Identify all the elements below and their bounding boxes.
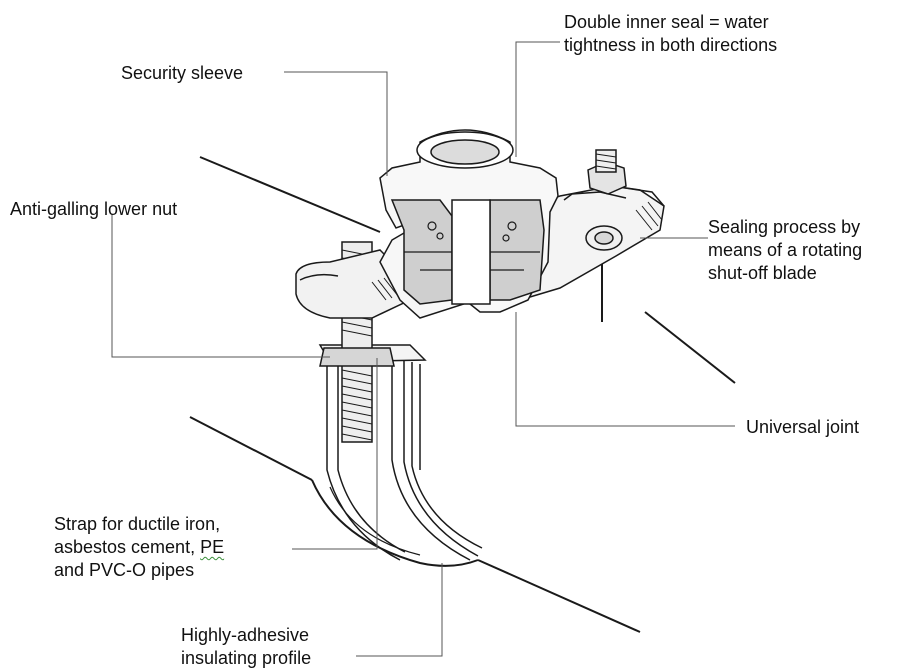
leader-adhesive-profile — [356, 563, 443, 657]
label-strap-line2-pe: PE — [200, 537, 225, 557]
label-strap-line2: asbestos cement, PE — [54, 536, 224, 559]
label-anti-galling-text: Anti-galling lower nut — [10, 199, 178, 219]
label-strap-line2-a: asbestos cement, — [54, 537, 201, 557]
label-anti-galling-lower-nut: Anti-galling lower nut — [10, 198, 177, 221]
label-double-inner-seal: Double inner seal = water tightness in b… — [564, 11, 777, 57]
label-highly-adhesive-profile: Highly-adhesive insulating profile — [181, 624, 311, 670]
label-strap-line1: Strap for ductile iron, — [54, 514, 221, 534]
leader-security-sleeve — [284, 71, 388, 176]
label-sealing-process-line3: shut-off blade — [708, 263, 817, 283]
callout-lines — [111, 41, 735, 657]
label-strap-line3: and PVC-O pipes — [54, 560, 195, 580]
label-sealing-process: Sealing process by means of a rotating s… — [708, 216, 862, 285]
leader-anti-galling — [111, 214, 330, 358]
label-universal-joint-text: Universal joint — [746, 417, 860, 437]
label-sealing-process-line1: Sealing process by — [708, 217, 861, 237]
label-universal-joint: Universal joint — [746, 416, 859, 439]
leader-double-seal — [515, 41, 560, 157]
label-security-sleeve-text: Security sleeve — [121, 63, 244, 83]
label-strap: Strap for ductile iron, asbestos cement,… — [54, 513, 224, 582]
pipe-outline — [189, 156, 736, 633]
leader-strap — [292, 358, 378, 550]
label-security-sleeve: Security sleeve — [121, 62, 243, 85]
label-sealing-process-line2: means of a rotating — [708, 240, 863, 260]
label-double-inner-seal-line2: tightness in both directions — [564, 35, 778, 55]
label-double-inner-seal-line1: Double inner seal = water — [564, 12, 769, 32]
leader-universal-joint — [515, 312, 735, 427]
turret-cutaway — [371, 129, 559, 313]
label-adhesive-line2: insulating profile — [181, 648, 312, 668]
label-adhesive-line1: Highly-adhesive — [181, 625, 310, 645]
